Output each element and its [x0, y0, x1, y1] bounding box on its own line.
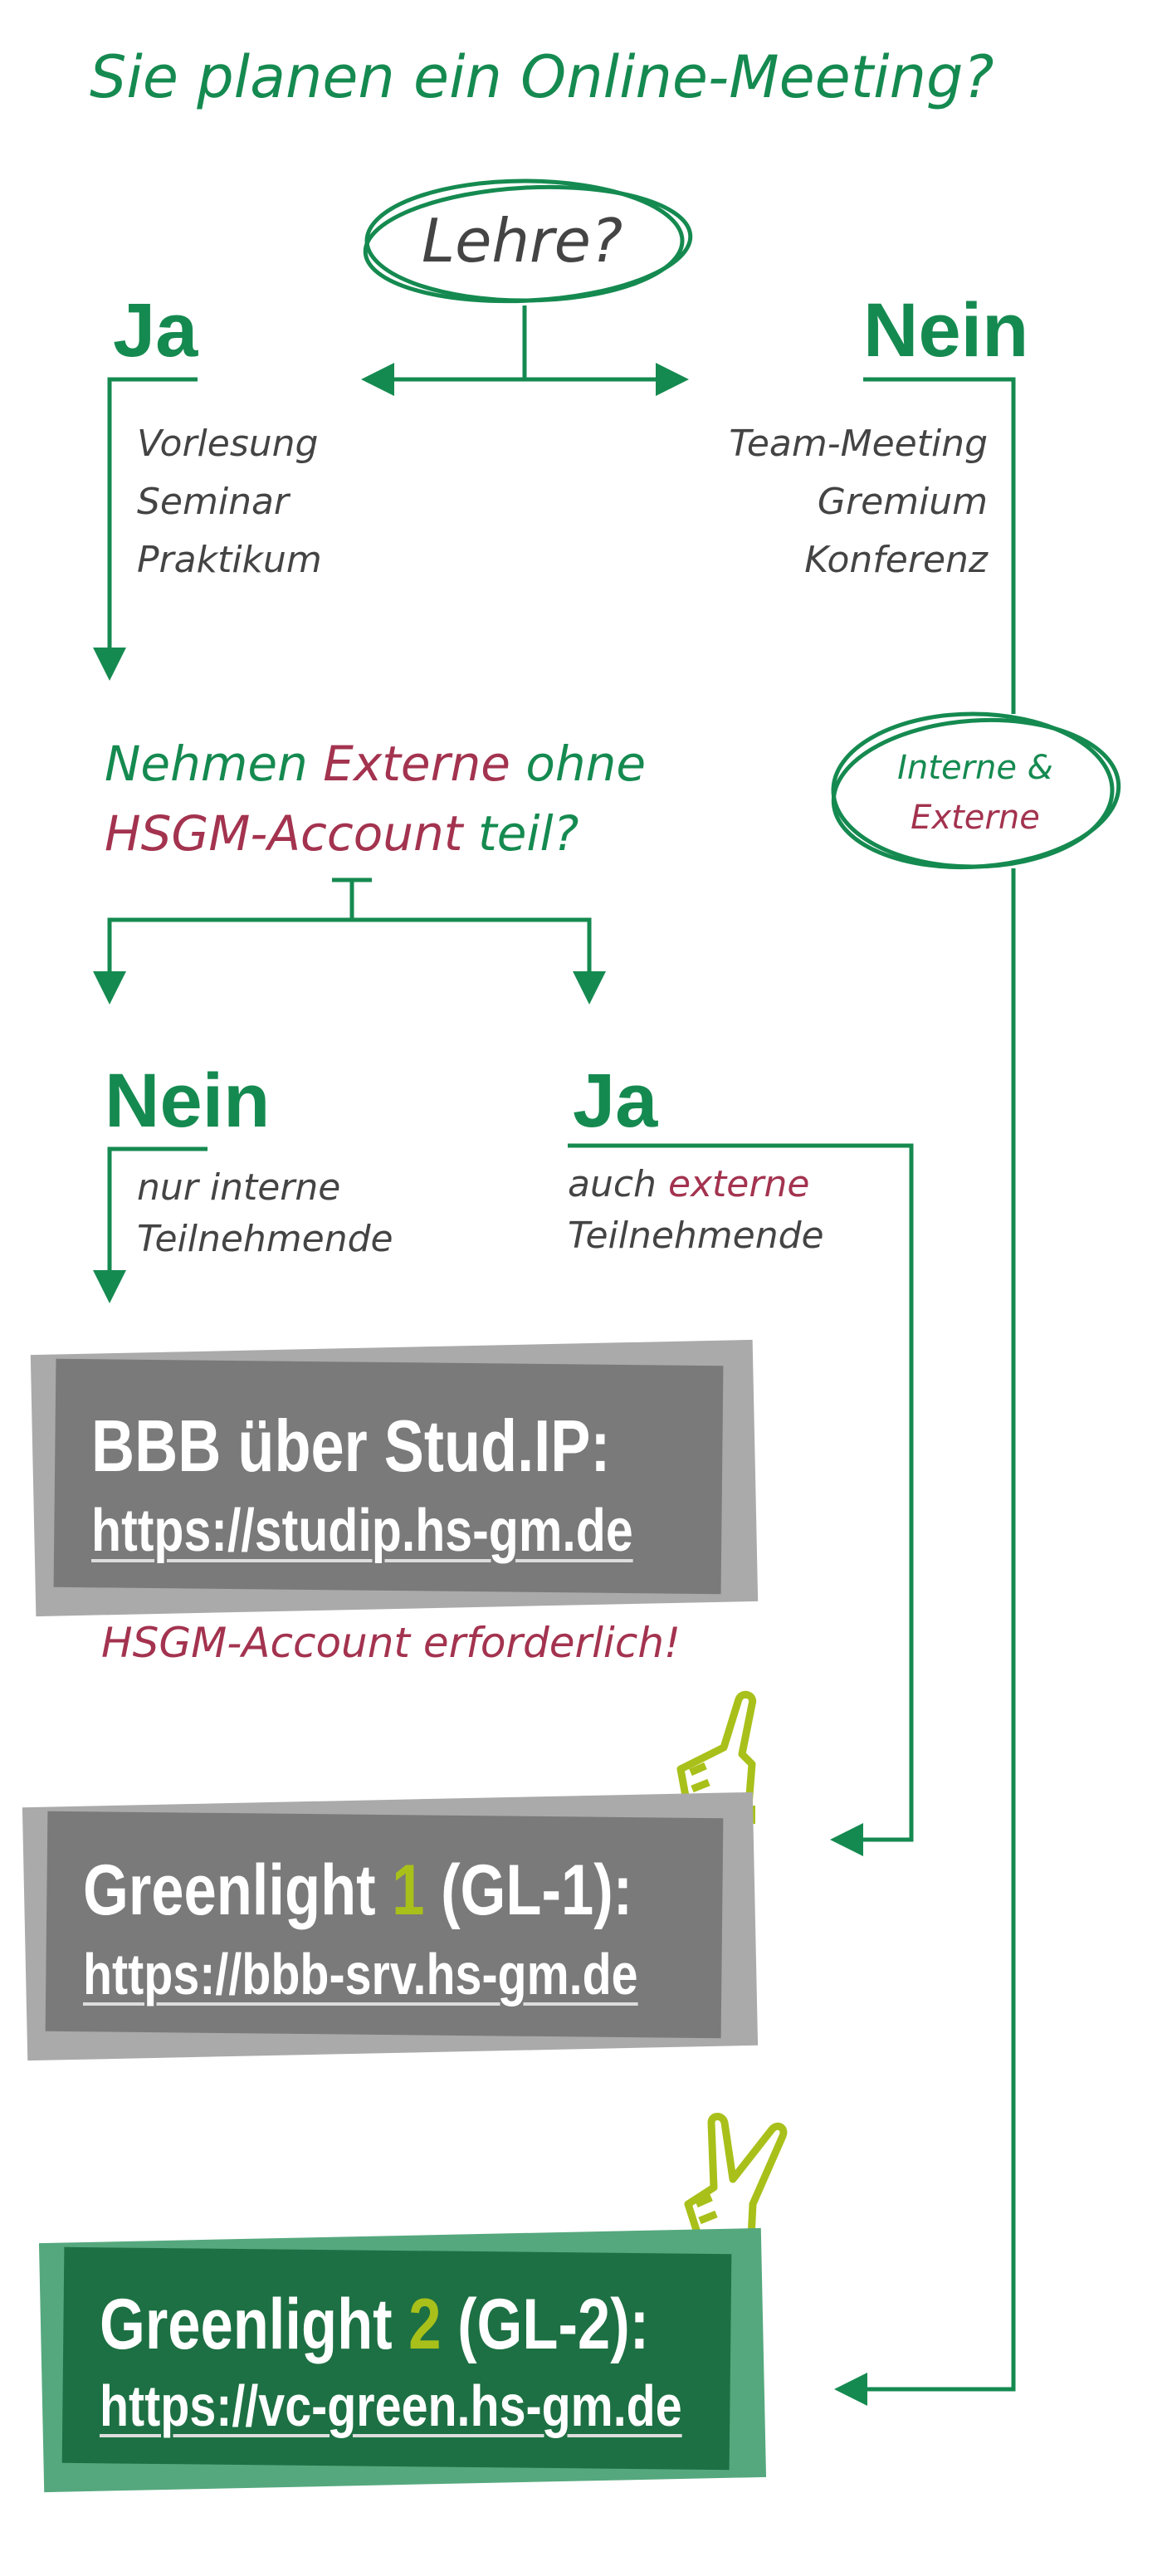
account-required-note: HSGM-Account erforderlich! [101, 1619, 681, 1667]
question-externals: Nehmen Externe ohne HSGM-Account teil? [105, 729, 646, 868]
q-text: HSGM-Account [105, 805, 463, 862]
arrow-to-gl2 [834, 868, 1016, 2406]
list-item: Seminar [137, 481, 290, 523]
sub-yes-label: Ja [573, 1058, 658, 1143]
title-number: 1 [392, 1850, 425, 1930]
q-text: Externe [323, 736, 510, 792]
list-item: Team-Meeting [729, 423, 988, 465]
title-text: Greenlight [100, 2285, 393, 2364]
studip-box[interactable]: BBB über Stud.IP: https://studip.hs-gm.d… [30, 1339, 759, 1617]
q-text: Nehmen [105, 736, 308, 792]
meeting-list: Team-Meeting Gremium Konferenz [729, 415, 988, 589]
q-text: ohne [525, 736, 647, 792]
internal-only-note: nur interne Teilnehmende [137, 1162, 393, 1265]
arrow-ja-down [93, 377, 198, 681]
note-line: Teilnehmende [137, 1218, 393, 1260]
list-item: Vorlesung [137, 423, 319, 465]
question-lehre: Lehre? [422, 206, 623, 276]
teaching-list: Vorlesung Seminar Praktikum [137, 415, 322, 589]
greenlight2-box[interactable]: Greenlight 2 (GL-2): https://vc-green.hs… [38, 2227, 767, 2493]
greenlight1-link[interactable]: https://bbb-srv.hs-gm.de [83, 1942, 638, 2007]
arrow-to-gl1 [568, 1143, 914, 1856]
studip-link[interactable]: https://studip.hs-gm.de [91, 1498, 633, 1564]
page-title: Sie planen ein Online-Meeting? [90, 43, 994, 111]
note-line: nur interne [137, 1166, 341, 1209]
greenlight2-title: Greenlight 2 (GL-2): [100, 2284, 649, 2366]
note-line: Teilnehmende [568, 1215, 824, 1257]
bubble-line: Interne & [897, 749, 1053, 787]
title-text: Greenlight [83, 1850, 376, 1930]
studip-title: BBB über Stud.IP: [91, 1405, 611, 1487]
arrow-to-studip [93, 1146, 208, 1303]
greenlight1-box[interactable]: Greenlight 1 (GL-1): https://bbb-srv.hs-… [22, 1791, 759, 2061]
note-line: auch [568, 1163, 657, 1205]
title-text: (GL-2): [457, 2285, 650, 2364]
greenlight2-link[interactable]: https://vc-green.hs-gm.de [100, 2373, 682, 2438]
greenlight1-title: Greenlight 1 (GL-1): [83, 1850, 632, 1932]
sub-no-label: Nein [105, 1058, 271, 1143]
external-note: auch externe Teilnehmende [568, 1159, 824, 1262]
note-highlight: externe [667, 1163, 810, 1205]
bubble-line: Externe [911, 799, 1040, 837]
title-text: (GL-1): [441, 1850, 633, 1930]
interne-externe-bubble: Interne & Externe [863, 743, 1087, 843]
list-item: Praktikum [137, 539, 322, 581]
q-text: teil? [477, 805, 579, 862]
list-item: Gremium [817, 481, 988, 523]
title-number: 2 [408, 2285, 442, 2364]
branch-yes-label: Ja [113, 288, 198, 373]
list-item: Konferenz [804, 539, 988, 581]
branch-no-label: Nein [863, 288, 1029, 373]
